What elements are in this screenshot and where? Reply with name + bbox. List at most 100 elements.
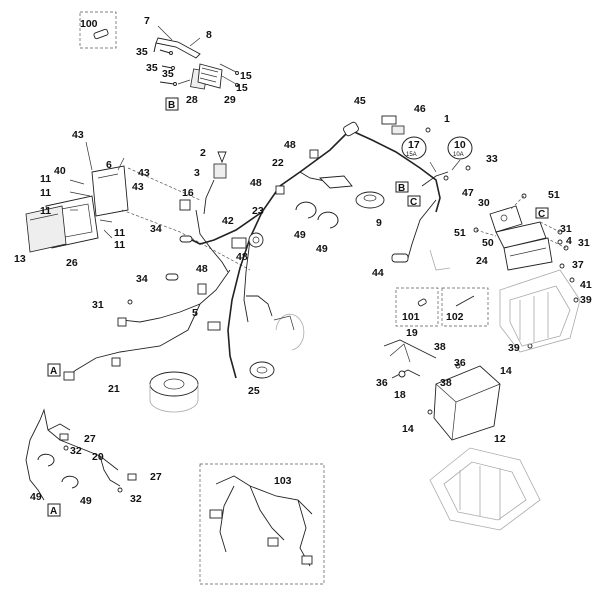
ref-c-label-1: C xyxy=(410,197,417,208)
callout-9: 9 xyxy=(376,217,382,229)
ref-c-box-1 xyxy=(407,195,421,207)
part-102-box xyxy=(441,287,489,327)
callout-10: 10 xyxy=(454,139,466,151)
callout-48: 48 xyxy=(250,177,262,189)
part-48-clip-low xyxy=(197,283,207,295)
callout-11: 11 xyxy=(40,173,51,185)
callout-28: 28 xyxy=(186,94,198,106)
harness-connector-top xyxy=(343,121,359,137)
callout-49: 49 xyxy=(316,243,328,255)
callout-42: 42 xyxy=(222,215,234,227)
callout-27: 27 xyxy=(150,471,162,483)
battery-tray-ghost-right xyxy=(499,269,581,353)
part-13-module-housing xyxy=(25,205,67,253)
part-101-box xyxy=(395,287,439,327)
callout-48: 48 xyxy=(236,251,248,263)
part-46-connector xyxy=(391,125,405,135)
part-19-cable xyxy=(383,339,437,359)
part-42-connector xyxy=(231,237,247,249)
part-49-ring-d xyxy=(61,475,79,489)
callout-1: 1 xyxy=(444,113,450,125)
part-27-clip-b xyxy=(127,473,137,481)
callout-49: 49 xyxy=(30,491,42,503)
callout-18: 18 xyxy=(394,389,406,401)
callout-14: 14 xyxy=(500,365,512,377)
fuse-17-rating: 15A xyxy=(406,152,417,158)
ref-c-label-2: C xyxy=(538,209,545,220)
part-3-connector xyxy=(213,163,227,179)
callout-25: 25 xyxy=(248,385,260,397)
callout-101: 101 xyxy=(402,311,420,323)
callout-35: 35 xyxy=(162,68,174,80)
part-23-key-switch xyxy=(248,232,264,248)
part-5-connector xyxy=(207,321,221,331)
ghost-pulley xyxy=(275,313,305,351)
ref-a-label-1: A xyxy=(50,366,57,377)
callout-16: 16 xyxy=(182,187,194,199)
ref-a-label-2: A xyxy=(50,506,57,517)
callout-31: 31 xyxy=(578,237,590,249)
part-17-fuse xyxy=(401,136,427,160)
part-34-grommet-upper xyxy=(179,235,193,243)
callout-48: 48 xyxy=(196,263,208,275)
callout-41: 41 xyxy=(580,279,592,291)
callout-32: 32 xyxy=(130,493,142,505)
battery-tray-ghost-lower xyxy=(429,447,541,531)
part-48-clip-top xyxy=(309,149,319,159)
callout-100: 100 xyxy=(80,18,98,30)
part-49-ring-c xyxy=(37,453,55,467)
callout-46: 46 xyxy=(414,103,426,115)
ref-b-box-1 xyxy=(165,97,179,111)
part-24-battery-bracket xyxy=(503,237,553,271)
callout-11: 11 xyxy=(114,239,125,251)
callout-33: 33 xyxy=(486,153,498,165)
callout-34: 34 xyxy=(136,273,148,285)
callout-48: 48 xyxy=(284,139,296,151)
callout-7: 7 xyxy=(144,15,150,27)
part-33-screw xyxy=(465,165,471,171)
ref-c-box-2 xyxy=(535,207,549,219)
callout-44: 44 xyxy=(372,267,384,279)
callout-32: 32 xyxy=(70,445,82,457)
callout-47: 47 xyxy=(462,187,474,199)
callout-36: 36 xyxy=(376,377,388,389)
part-6-bracket xyxy=(91,165,129,217)
part-29-relay-block xyxy=(197,63,223,89)
callout-23: 23 xyxy=(252,205,264,217)
callout-21: 21 xyxy=(108,383,120,395)
part-34-grommet-lower xyxy=(165,273,179,281)
callout-39: 39 xyxy=(580,294,592,306)
part-103-box xyxy=(199,463,325,585)
callout-34: 34 xyxy=(150,223,162,235)
ref-b-box-2 xyxy=(395,181,409,193)
part-100-fuse-puller xyxy=(93,28,109,40)
callout-11: 11 xyxy=(40,187,51,199)
callout-24: 24 xyxy=(476,255,488,267)
part-12-battery xyxy=(433,365,501,441)
part-45-switch xyxy=(381,115,397,125)
ref-b-label-2: B xyxy=(398,183,405,194)
part-25-sensor xyxy=(249,361,275,379)
callout-51: 51 xyxy=(548,189,560,201)
callout-37: 37 xyxy=(572,259,584,271)
callout-26: 26 xyxy=(66,257,78,269)
part-47-screw xyxy=(443,175,449,181)
callout-14: 14 xyxy=(402,423,414,435)
part-1-screw xyxy=(425,127,431,133)
part-18-terminal xyxy=(391,369,421,379)
part-10-fuse xyxy=(447,136,473,160)
callout-35: 35 xyxy=(146,62,158,74)
part-21-pto-clutch xyxy=(149,371,199,413)
part-103-sub-harness xyxy=(209,475,313,567)
callout-36: 36 xyxy=(454,357,466,369)
callout-29: 29 xyxy=(224,94,236,106)
callout-50: 50 xyxy=(482,237,494,249)
callout-43: 43 xyxy=(138,167,150,179)
callout-38: 38 xyxy=(434,341,446,353)
part-35-screws xyxy=(159,49,177,86)
callout-43: 43 xyxy=(132,181,144,193)
part-44-connector xyxy=(391,253,409,263)
